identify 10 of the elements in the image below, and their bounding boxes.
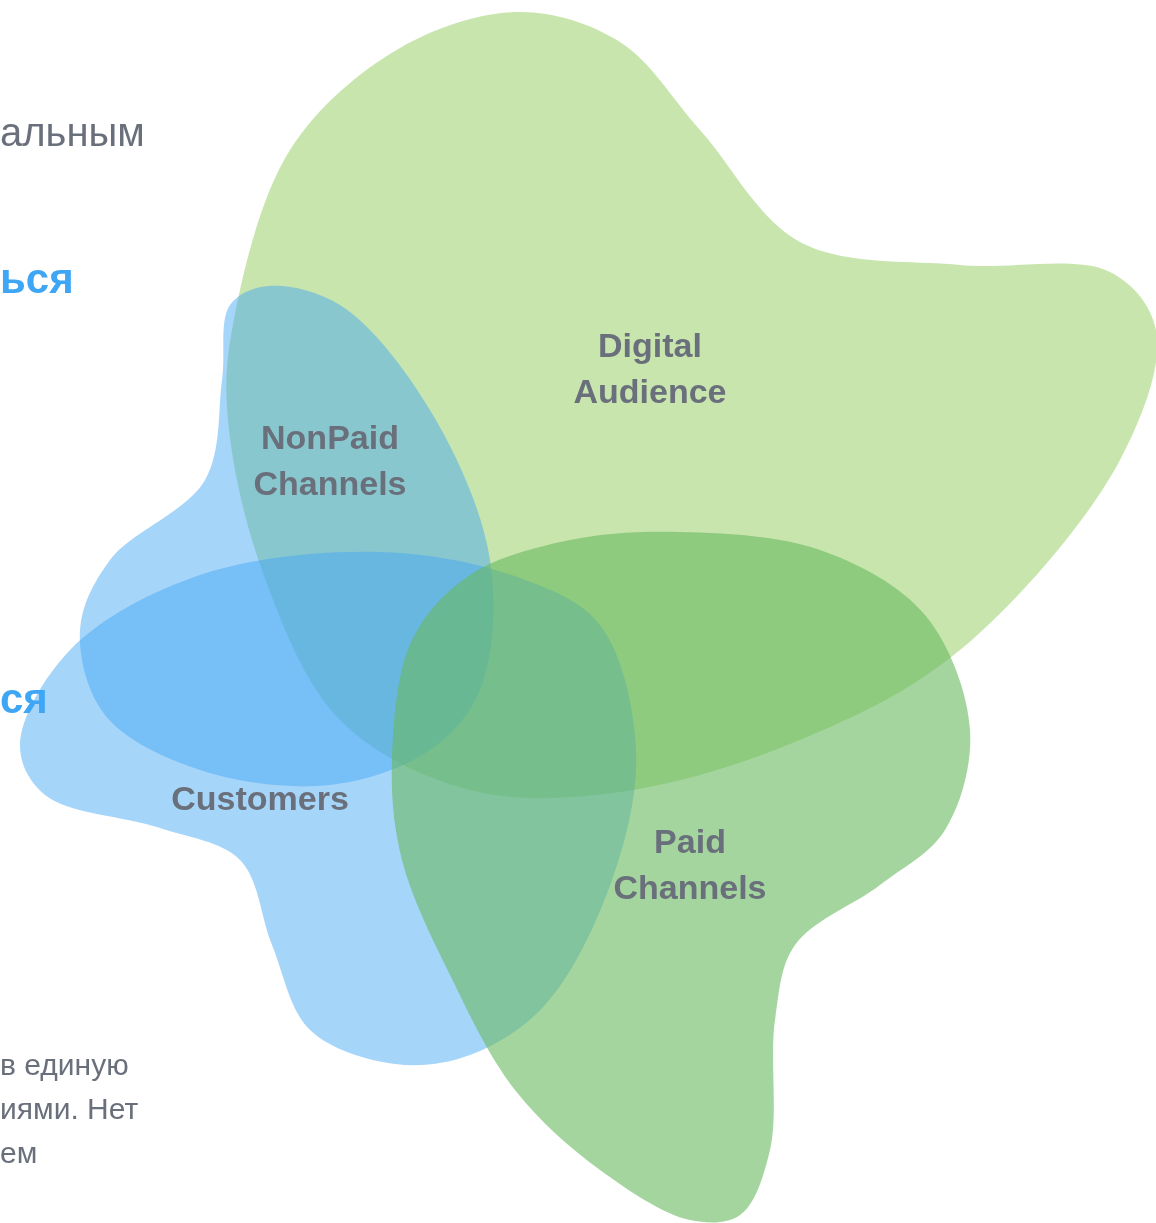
body-text: ем bbox=[0, 1136, 38, 1170]
set-label: NonPaid Channels bbox=[253, 417, 407, 504]
body-text: альным bbox=[0, 110, 145, 155]
body-text: иями. Нет bbox=[0, 1092, 139, 1126]
heading-text: ься bbox=[0, 255, 74, 303]
set-label: Customers bbox=[171, 778, 349, 819]
heading-text: ся bbox=[0, 675, 48, 723]
body-text: в единую bbox=[0, 1048, 129, 1082]
set-label: Paid Channels bbox=[613, 821, 767, 908]
set-label: Digital Audience bbox=[573, 325, 727, 412]
